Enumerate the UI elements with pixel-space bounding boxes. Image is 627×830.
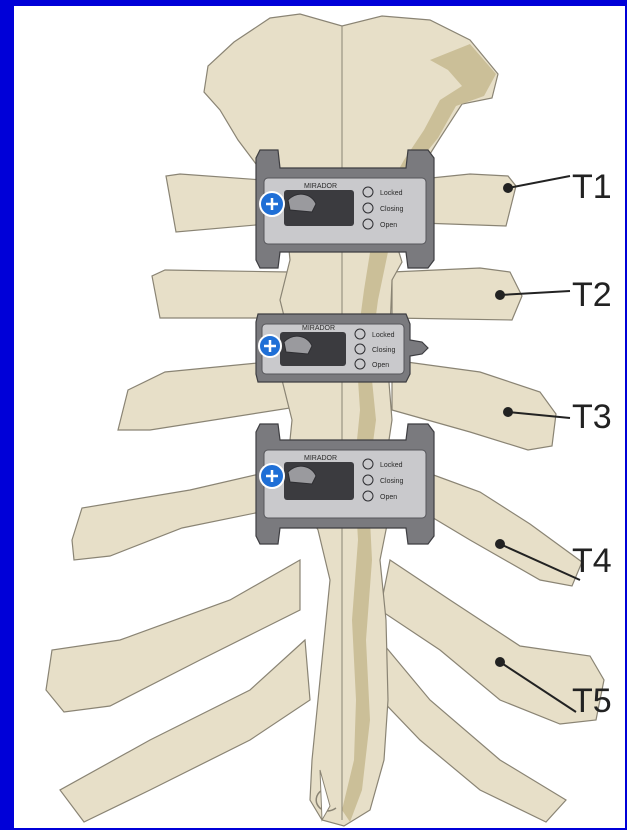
rib-right-t4 bbox=[420, 470, 582, 586]
label-t2: T2 bbox=[572, 276, 612, 314]
state-locked: Locked bbox=[380, 462, 403, 469]
implant-brand: MIRADOR bbox=[302, 325, 335, 332]
implant-brand: MIRADOR bbox=[304, 183, 337, 190]
label-t1: T1 bbox=[572, 168, 612, 206]
leader-dot-t4 bbox=[496, 540, 504, 548]
state-locked: Locked bbox=[380, 190, 403, 197]
rib-left-t2 bbox=[152, 270, 290, 318]
leader-dot-t3 bbox=[504, 408, 512, 416]
implant-t2: MIRADOR Locked Closing Open bbox=[256, 314, 428, 382]
implant-brand: MIRADOR bbox=[304, 455, 337, 462]
state-open: Open bbox=[380, 222, 397, 229]
state-closing: Closing bbox=[372, 347, 395, 354]
leader-dot-t5 bbox=[496, 658, 504, 666]
leader-t1 bbox=[508, 176, 570, 188]
leader-dot-t1 bbox=[504, 184, 512, 192]
label-t3: T3 bbox=[572, 398, 612, 436]
label-t4: T4 bbox=[572, 542, 612, 580]
state-locked: Locked bbox=[372, 332, 395, 339]
implant-t3: MIRADOR Locked Closing Open bbox=[256, 424, 434, 544]
state-open: Open bbox=[372, 362, 389, 369]
implant-t1: MIRADOR Locked Closing Open bbox=[256, 150, 434, 268]
leader-dot-t2 bbox=[496, 291, 504, 299]
label-t5: T5 bbox=[572, 682, 612, 720]
state-closing: Closing bbox=[380, 478, 403, 485]
rib-left-t4 bbox=[72, 472, 270, 560]
state-closing: Closing bbox=[380, 206, 403, 213]
state-open: Open bbox=[380, 494, 397, 501]
